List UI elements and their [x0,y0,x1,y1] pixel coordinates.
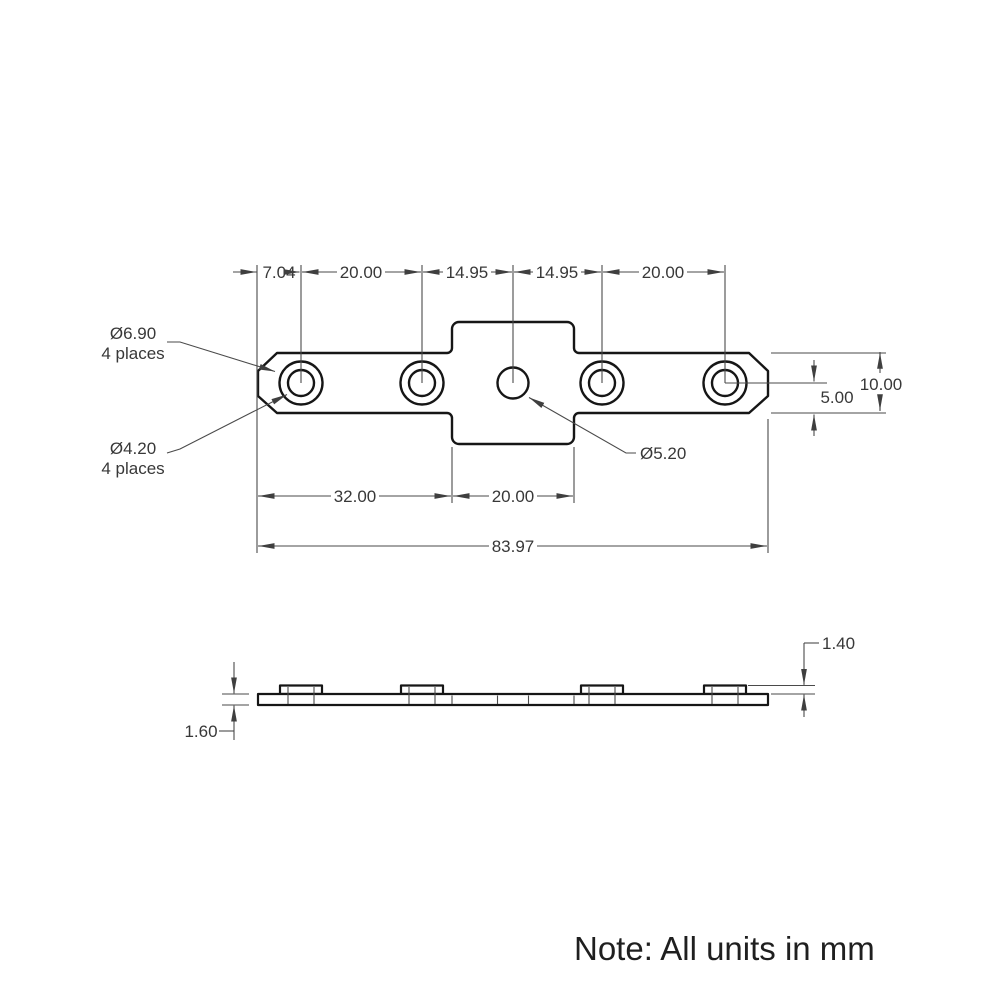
hole-callout-diameter: Ø4.20 [110,439,156,458]
hole-callout-places: 4 places [101,459,164,478]
boss-bump [579,684,625,696]
dim-hole2-center: 14.95 [446,263,489,282]
counterbore-callout-places: 4 places [101,344,164,363]
dim-boss-height: 1.40 [822,634,855,653]
boss-bump [399,684,445,696]
side-view: 1.60 1.40 [184,634,855,741]
dim-plate-thickness: 1.60 [184,722,217,741]
dim-edge-to-boss: 32.00 [334,487,377,506]
dimension-text-backgrounds [260,263,906,555]
boss-bump [702,684,748,696]
side-view-edge-lines [287,687,739,704]
dim-overall-length: 83.97 [492,537,535,556]
dim-hole4-hole5: 20.00 [642,263,685,282]
extension-lines [256,265,886,553]
side-profile-plate [256,692,770,707]
counterbore-callout-diameter: Ø6.90 [110,324,156,343]
dimension-arrows [233,269,883,549]
center-hole-callout: Ø5.20 [640,444,686,463]
side-view-extension-lines [219,642,819,732]
top-view: 7.04 20.00 14.95 14.95 20.00 32.00 20.00… [101,263,906,556]
side-view-arrows [231,643,807,740]
dim-center-hole4: 14.95 [536,263,579,282]
dim-hole1-hole2: 20.00 [340,263,383,282]
dim-bar-height: 10.00 [860,375,903,394]
dim-hole-offset: 5.00 [820,388,853,407]
leader-lines [166,341,636,454]
dim-boss-width: 20.00 [492,487,535,506]
boss-bump [278,684,324,696]
dim-edge-to-hole1: 7.04 [262,263,295,282]
units-note: Note: All units in mm [574,930,875,967]
